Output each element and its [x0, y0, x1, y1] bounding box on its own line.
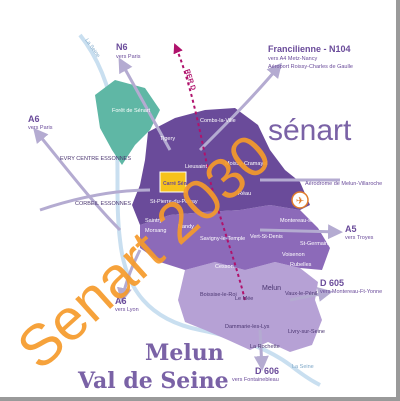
label-cesson: Cesson: [215, 264, 234, 270]
road-dest-d605: vers Montereau-Ft-Yonne: [320, 289, 382, 295]
label-savigny: Savigny-le-Temple: [200, 236, 245, 242]
label-lieusaint: Lieusaint: [185, 164, 207, 170]
label-forest: Forêt de Sénart: [112, 108, 151, 114]
label-dammarie: Dammarie-les-Lys: [225, 324, 270, 330]
airport-icon: [291, 191, 309, 209]
airport-glyph: ✈: [296, 196, 304, 207]
road-dest-n6: vers Paris: [116, 54, 141, 60]
label-melun: Melun: [262, 285, 281, 292]
road-dest-d606: vers Fontainebleau: [232, 377, 279, 383]
label-le-mee: Le Mée: [235, 296, 253, 302]
road-d605: [289, 286, 333, 302]
label-vert-st-denis: Vert-St-Denis: [250, 234, 283, 240]
road-francilienne-west: [39, 188, 151, 212]
rer-d-line: [173, 43, 246, 301]
label-morsang: Morsang: [145, 228, 166, 234]
label-la-rochette: La Rochette: [250, 344, 280, 350]
label-rubelles: Rubelles: [290, 262, 312, 268]
road-dest-a6-north: vers Paris: [28, 125, 53, 131]
label-combs: Combs-la-Ville: [200, 118, 236, 124]
label-st-pierre: St-Pierre-du-Perray: [150, 199, 198, 205]
road-n104: [198, 62, 282, 152]
carre-senart-marker: [159, 171, 187, 193]
label-nandy: Nandy: [178, 224, 194, 230]
road-network: [33, 57, 343, 371]
label-montereau-fy: Montereau-sur-le-Jard: [280, 218, 334, 224]
road-dest-n104: vers A4 Metz-Nancy: [268, 56, 317, 62]
road-a6-north: [33, 127, 122, 232]
senart-south-region: [140, 205, 330, 270]
road-dest2-n104: Aéroport Roissy-Charles de Gaulle: [268, 64, 353, 70]
label-evry: EVRY CENTRE ESSONNES: [60, 156, 131, 162]
label-saintry: Saintry: [145, 218, 162, 224]
road-label-a6-south: A6: [115, 296, 127, 306]
road-label-a6-north: A6: [28, 114, 40, 124]
label-st-germain: St-Germain-Laxis: [300, 241, 343, 247]
region-title-line1: Melun: [145, 340, 224, 366]
senart-region: [132, 108, 310, 225]
label-moissy: Moissy-Cramayel: [225, 161, 267, 167]
road-dest-a5: vers Troyes: [345, 235, 374, 241]
road-label-a5: A5: [345, 224, 357, 234]
label-reau: Réau: [238, 191, 251, 197]
label-tigery: Tigery: [160, 136, 175, 142]
road-a5: [259, 224, 343, 240]
road-dest-a6-south: vers Lyon: [115, 307, 139, 313]
road-a6-south: [117, 249, 142, 303]
label-corbeil: CORBEIL ESSONNES: [75, 201, 131, 207]
label-voisenon: Voisenon: [282, 252, 305, 258]
road-label-n104: Francilienne - N104: [268, 44, 351, 54]
label-livry: Livry-sur-Seine: [288, 329, 325, 335]
label-boissise: Boissise-le-Roi: [200, 292, 237, 298]
melun-region: [178, 262, 322, 352]
road-label-d606: D 606: [255, 366, 279, 376]
rer-label: RER D: [183, 68, 196, 91]
road-label-n6: N6: [116, 42, 128, 52]
road-n6: [118, 57, 172, 151]
label-seine-bottom: La Seine: [292, 364, 314, 370]
road-d606: [253, 329, 269, 371]
label-vaux: Vaux-le-Pénil: [285, 291, 317, 297]
road-label-d605: D 605: [320, 278, 344, 288]
label-carre-senart: Carré Sénart: [163, 181, 193, 187]
label-aerodrome: Aérodrome de Melun-Villaroche: [305, 181, 382, 187]
region-title-line2: Val de Seine: [77, 368, 229, 394]
brand-title: sénart: [268, 114, 352, 147]
